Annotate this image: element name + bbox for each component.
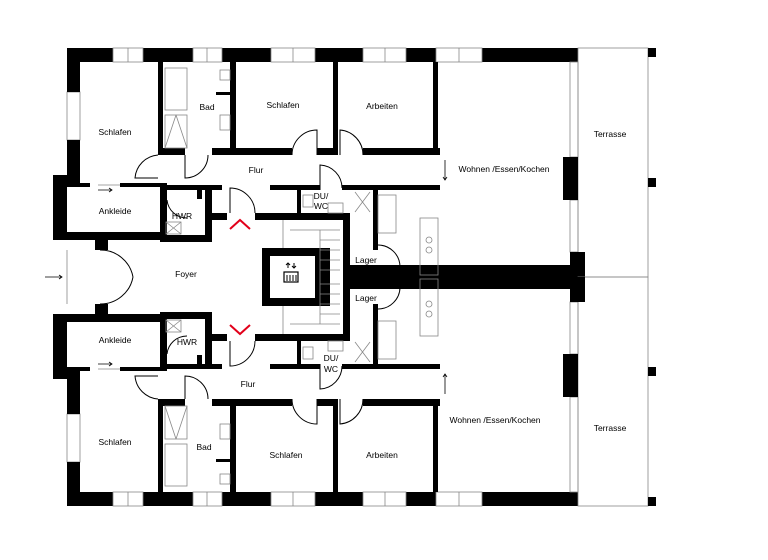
- room-label-schlafen: Schlafen: [266, 100, 299, 110]
- room-label-wc: WC: [314, 201, 328, 211]
- room-label-wohnen: Wohnen /Essen/Kochen: [458, 164, 549, 174]
- room-label-schlafen: Schlafen: [269, 450, 302, 460]
- room-label-foyer: Foyer: [175, 269, 197, 279]
- room-label-bad: Bad: [199, 102, 214, 112]
- room-label-arbeiten: Arbeiten: [366, 450, 398, 460]
- room-label-wohnen: Wohnen /Essen/Kochen: [449, 415, 540, 425]
- room-label-flur: Flur: [241, 379, 256, 389]
- room-label-arbeiten: Arbeiten: [366, 101, 398, 111]
- elevator-icon: [283, 262, 299, 283]
- room-label-hwr: HWR: [172, 211, 192, 221]
- room-label-bad: Bad: [196, 442, 211, 452]
- room-label-lager: Lager: [355, 293, 377, 303]
- room-label-lager: Lager: [355, 255, 377, 265]
- room-label-terrasse: Terrasse: [594, 129, 627, 139]
- lower-unit-walls: [52, 276, 657, 507]
- room-label-du: DU/: [324, 353, 339, 363]
- room-label-flur: Flur: [249, 165, 264, 175]
- room-label-terrasse: Terrasse: [594, 423, 627, 433]
- room-label-hwr: HWR: [177, 337, 197, 347]
- upper-unit-walls: [52, 47, 657, 278]
- room-label-du: DU/: [314, 191, 329, 201]
- room-label-wc: WC: [324, 364, 338, 374]
- entrance-arrow-icon: [45, 274, 63, 280]
- room-label-schlafen: Schlafen: [98, 127, 131, 137]
- room-label-ankleide: Ankleide: [99, 206, 132, 216]
- room-label-schlafen: Schlafen: [98, 437, 131, 447]
- room-label-ankleide: Ankleide: [99, 335, 132, 345]
